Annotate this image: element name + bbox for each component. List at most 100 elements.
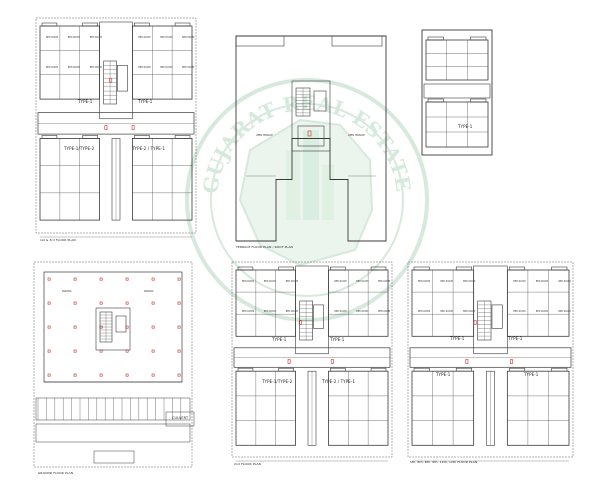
plan-second-floor-room-label: BED ROOM — [242, 280, 254, 283]
plan-upper-floors-wing-br — [506, 370, 570, 446]
ground-column — [73, 325, 77, 329]
plan-second-floor-room-label: BED ROOM — [378, 310, 390, 313]
caption-terrace: TERRACE FLOOR PLAN / ROOF PLAN — [236, 245, 293, 249]
plan-second-floor-wing-br-balcony — [330, 367, 346, 372]
plan-second-floor-core — [295, 265, 329, 355]
plan-upper-floors-wing-br-balcony — [509, 367, 526, 372]
ground-column — [73, 373, 77, 377]
type-label-ff-mid-left: TYPE-1/TYPE-2 — [64, 146, 95, 151]
terrace-lift — [313, 90, 327, 112]
plan-first-floor-room-label: BED ROOM — [46, 36, 58, 39]
plan-second-floor-wing-tr-balcony — [370, 266, 387, 271]
ground-column — [73, 277, 77, 281]
terrace-water-tank — [297, 125, 325, 147]
plan-first-floor-wing-bl — [39, 137, 100, 221]
plan-first-floor-wing-bl-balcony — [82, 135, 98, 139]
terrace-room-label: OPEN TERRACE — [256, 134, 273, 137]
ground-column — [47, 277, 51, 281]
typical-top-lower-balcony — [470, 98, 487, 103]
plan-second-floor-room-label: BED ROOM — [242, 310, 254, 313]
plan-first-floor-room-label: BED ROOM — [138, 36, 150, 39]
plan-second-floor-wing-tl-balcony — [237, 266, 254, 271]
ground-column — [177, 301, 181, 305]
plan-second-floor-wing-bl-balcony — [278, 367, 294, 372]
plan-upper-floors-room-label: BED ROOM — [513, 280, 525, 283]
terrace-core — [291, 80, 331, 152]
plan-second-floor-room-label: BED ROOM — [264, 310, 276, 313]
plan-second-floor-room-label: BED ROOM — [334, 310, 346, 313]
type-label-uf-right: TYPE-1 — [508, 336, 523, 341]
type-label-typical: TYPE-1 — [458, 124, 473, 129]
plan-first-floor-room-label: BED ROOM — [182, 66, 194, 69]
plan-first-floor-core — [99, 21, 133, 120]
plan-second-floor-wing-tl-balcony — [278, 266, 294, 271]
ground-column — [151, 325, 155, 329]
plan-upper-floors-red-marker — [509, 359, 513, 364]
ground-road — [35, 423, 191, 443]
plan-upper-floors-room-label: BED ROOM — [463, 310, 475, 313]
plan-first-floor-wing-br-balcony — [174, 135, 191, 139]
ground-parking — [35, 397, 191, 421]
terrace-room-label: OPEN TERRACE — [348, 134, 365, 137]
plan-first-floor-room-label: BED ROOM — [90, 36, 102, 39]
type-label-uf-left: TYPE-1 — [450, 336, 465, 341]
plan-upper-floors-lift — [491, 304, 503, 329]
plan-first-floor-lift — [117, 65, 128, 92]
plan-upper-floors-room-label: BED ROOM — [463, 280, 475, 283]
plan-second-floor-wing-bl — [235, 370, 296, 446]
type-label-sf-mid-right: TYPE-2 / TYPE-1 — [322, 379, 356, 384]
plan-upper-floors-room-label: BED ROOM — [441, 310, 453, 313]
type-label-sf-right: TYPE-1 — [330, 337, 345, 342]
ground-column — [47, 373, 51, 377]
plan-second-floor-wing-br-balcony — [370, 367, 387, 372]
plan-second-floor-room-label: BED ROOM — [334, 280, 346, 283]
ground-column — [151, 349, 155, 353]
ground-column — [99, 277, 103, 281]
plan-first-floor-red-marker — [104, 125, 108, 130]
caption-first-floor: 1st & 3rd FLOOR PLAN — [40, 238, 76, 242]
type-label-sf-left: TYPE-1 — [272, 337, 287, 342]
plan-first-floor-wing-tl-balcony — [41, 22, 58, 27]
plan-upper-floors-wing-bl — [411, 370, 475, 446]
plan-upper-floors-room-label: BED ROOM — [418, 310, 430, 313]
culvert-label: CULVERT — [172, 416, 189, 420]
type-label-uf-mid-right: TYPE-1 — [524, 372, 539, 377]
plan-second-floor-room-label: BED ROOM — [264, 280, 276, 283]
ground-column — [47, 301, 51, 305]
ground-gate — [93, 450, 135, 464]
plan-first-floor-room-label: BED ROOM — [160, 66, 172, 69]
plan-second-floor-room-label: BED ROOM — [378, 280, 390, 283]
ground-column — [73, 301, 77, 305]
typical-top-corridor — [423, 83, 491, 99]
typical-top-lower-balcony — [427, 98, 444, 103]
type-label-ff-right: TYPE-1 — [138, 99, 153, 104]
typical-top-upper-balcony — [427, 36, 444, 41]
plan-second-floor-room-label: BED ROOM — [286, 310, 298, 313]
plan-upper-floors-wing-tl-balcony — [455, 266, 472, 271]
plan-second-floor-lift — [313, 304, 324, 329]
typical-top-upper-balcony — [470, 36, 487, 41]
caption-second-floor: 2nd FLOOR PLAN — [234, 462, 261, 466]
caption-ground: GROUND FLOOR PLAN — [38, 471, 74, 475]
plan-upper-floors-room-label: BED ROOM — [418, 280, 430, 283]
plan-upper-floors-room-label: BED ROOM — [441, 280, 453, 283]
plan-first-floor-room-label: BED ROOM — [138, 66, 150, 69]
plan-second-floor-red-marker — [298, 320, 302, 325]
plan-second-floor-red-marker — [287, 359, 291, 364]
terrace-red-marker — [307, 130, 312, 137]
plan-second-floor-room-label: BED ROOM — [356, 280, 368, 283]
plan-first-floor-wing-tr-balcony — [134, 22, 150, 27]
plan-first-floor-wing-tl-balcony — [82, 22, 98, 27]
ground-room-label: PARKING — [62, 290, 72, 293]
ground-site-outline — [33, 261, 193, 468]
plan-upper-floors-room-label: BED ROOM — [558, 310, 570, 313]
plan-upper-floors-wing-tr-balcony — [509, 266, 526, 271]
ground-column — [73, 349, 77, 353]
ground-column — [125, 277, 129, 281]
ground-column — [47, 349, 51, 353]
plan-first-floor-wing-tr-balcony — [174, 22, 191, 27]
type-label-uf-mid-left: TYPE-1 — [436, 372, 451, 377]
ground-column — [99, 301, 103, 305]
plan-first-floor-room-label: BED ROOM — [68, 36, 80, 39]
